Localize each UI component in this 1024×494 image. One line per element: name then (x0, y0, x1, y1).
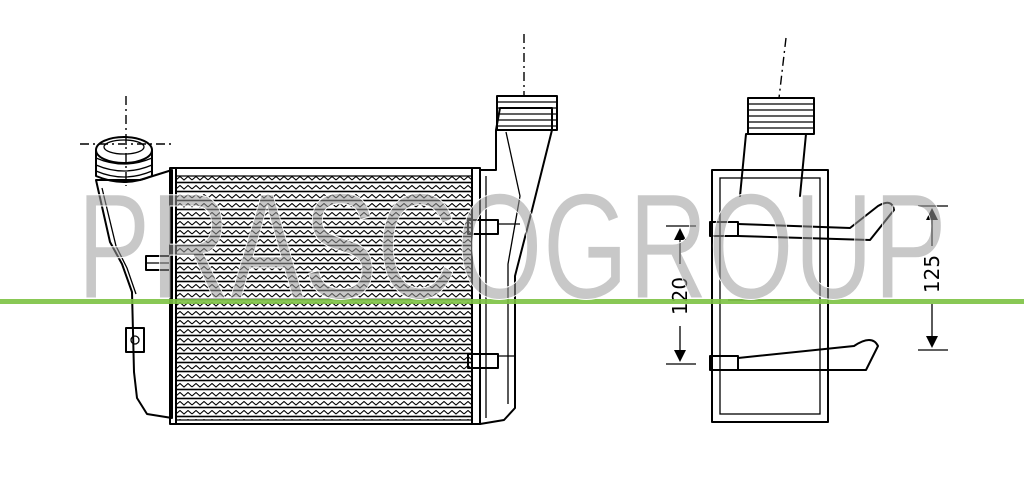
side-frame-outer (711, 169, 829, 423)
sensor-stub (145, 255, 173, 271)
right-bracket-upper (467, 219, 520, 235)
dim-right-arrow-up (926, 208, 938, 220)
dimension-label-left: 120 (668, 277, 692, 315)
dimension-right: 125 (918, 205, 948, 351)
side-pipe-centerline (778, 37, 787, 99)
side-top-pipe (739, 97, 815, 197)
dim-left-arrow-down (674, 350, 686, 362)
side-view (709, 37, 895, 423)
left-end-tank (95, 169, 173, 419)
right-outlet-pipe (496, 95, 558, 131)
round-inlet-cap (95, 136, 153, 183)
side-frame-inner (719, 177, 821, 415)
radiator-core-frame (169, 167, 481, 425)
mounting-bracket (125, 327, 145, 353)
watermark-text: PRASCOGROUP (77, 162, 947, 330)
radiator-core-fins (176, 176, 472, 420)
right-tank-contour (505, 131, 521, 404)
right-bracket-lower (467, 353, 516, 369)
tank-contour-line (101, 187, 137, 295)
watermark-band (0, 299, 1024, 304)
side-bracket-upper (709, 201, 895, 241)
dimension-left: 120 (666, 225, 696, 365)
side-bracket-lower (709, 339, 879, 371)
dim-right-arrow-down (926, 336, 938, 348)
dimension-label-right: 125 (920, 255, 944, 293)
dim-left-arrow-up (674, 228, 686, 240)
front-view (80, 34, 558, 425)
